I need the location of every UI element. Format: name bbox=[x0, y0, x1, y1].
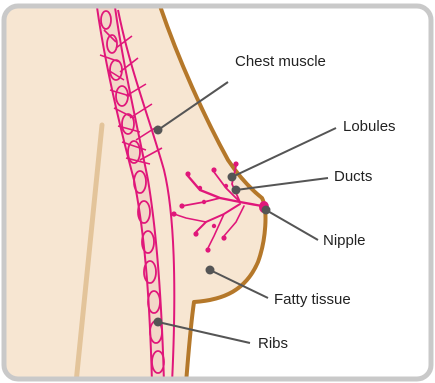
label-ducts: Ducts bbox=[334, 168, 372, 185]
label-fatty-tissue: Fatty tissue bbox=[274, 291, 351, 308]
label-lobules: Lobules bbox=[343, 118, 396, 135]
label-chest-muscle: Chest muscle bbox=[235, 53, 326, 70]
skin-region bbox=[0, 0, 265, 383]
label-ribs: Ribs bbox=[258, 335, 288, 352]
label-nipple: Nipple bbox=[323, 232, 366, 249]
